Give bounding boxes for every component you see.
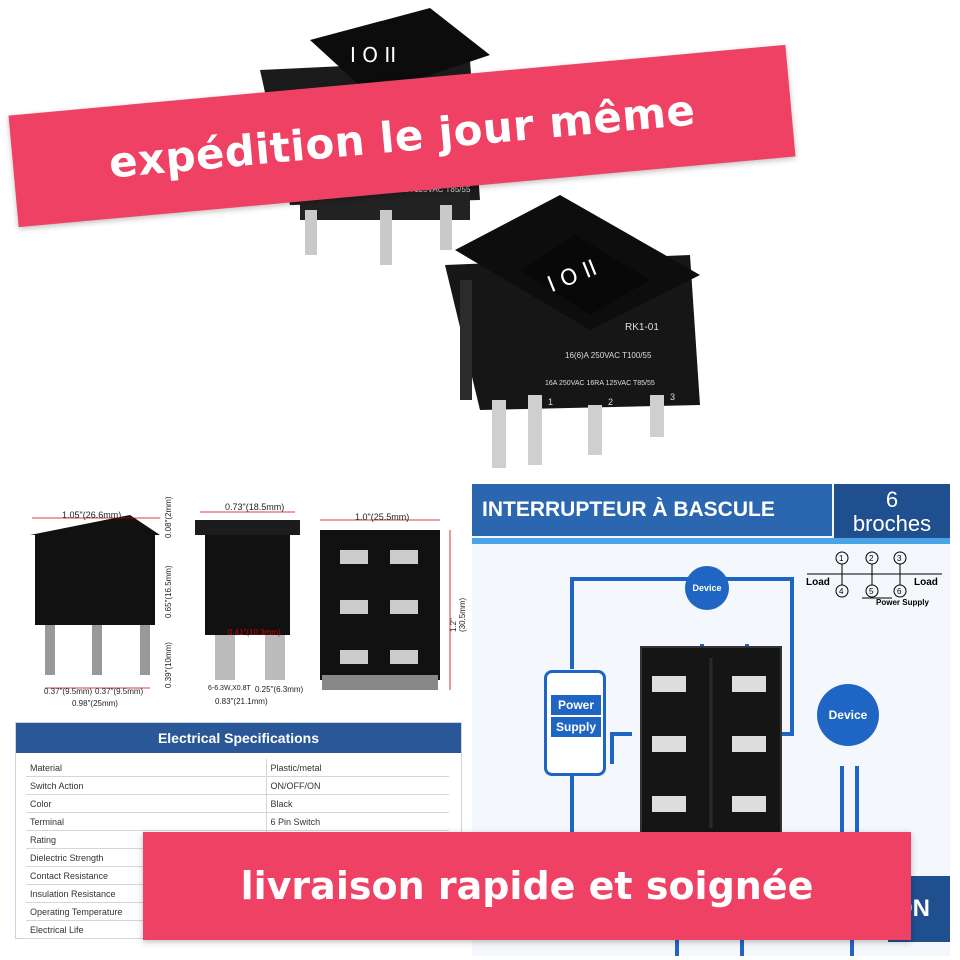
svg-text:I O II: I O II (350, 43, 396, 67)
schem-power-label: Power Supply (876, 598, 929, 607)
pin-count-badge: 6 broches (834, 484, 950, 540)
dim-terminal-gap: 0.25"(6.3mm) (255, 685, 304, 694)
device-right-label: Device (828, 708, 868, 722)
fast-delivery-banner: livraison rapide et soignée (143, 832, 911, 940)
schem-num-5: 5 (869, 587, 874, 596)
dim-top-height: 0.08"(2mm) (164, 496, 173, 538)
front-switch-model: RK1-01 (625, 322, 659, 333)
spec-value: Plastic/metal (265, 759, 449, 777)
schem-num-6: 6 (897, 587, 902, 596)
dim-base-width: 0.98"(25mm) (72, 699, 118, 708)
power-supply-icon: Power Supply (544, 670, 606, 776)
spec-value: Black (265, 794, 449, 813)
device-right-icon: Device (817, 684, 879, 746)
power-label-1: Power (551, 695, 601, 715)
spec-value: ON/OFF/ON (265, 776, 449, 795)
device-top-label: Device (692, 583, 722, 593)
dimension-drawings: 1.05"(26.6mm) 0.73"(18.5mm) 1.0"(25.5mm)… (0, 490, 470, 720)
pin-count-number: 6 (885, 487, 899, 512)
front-switch-rating2: 16A 250VAC 16RA 125VAC T85/55 (545, 380, 655, 387)
dim-pin-height: 0.39"(10mm) (164, 642, 173, 688)
device-top-icon: Device (685, 566, 729, 610)
spec-label: Color (26, 794, 267, 813)
specs-title: Electrical Specifications (16, 723, 461, 753)
title-accent-strip (472, 538, 950, 544)
schem-num-4: 4 (839, 587, 844, 596)
pin-label-2: 2 (608, 397, 613, 407)
dim-pitch-1: 0.37"(9.5mm) (44, 687, 93, 696)
dim-terminal-spec: 6-6.3W,X0.8T (208, 685, 251, 692)
dim-pitch-2: 0.37"(9.5mm) (95, 687, 144, 696)
schem-load-right: Load (914, 577, 938, 588)
schem-num-2: 2 (869, 554, 874, 563)
dim-terminal-width: 0.41"(10.3mm) (228, 628, 281, 637)
power-label-2: Supply (551, 717, 601, 737)
front-switch-rating1: 16(6)A 250VAC T100/55 (565, 351, 652, 360)
dim-width-back: 1.0"(25.5mm) (355, 512, 410, 522)
spec-label: Terminal (26, 812, 267, 831)
spec-label: Material (26, 759, 267, 777)
rocker-title: INTERRUPTEUR À BASCULE (472, 484, 832, 536)
schem-load-left: Load (806, 577, 830, 588)
spec-label: Switch Action (26, 776, 267, 795)
pin-label-1: 1 (548, 397, 553, 407)
pin-count-word: broches (852, 511, 932, 536)
schem-num-3: 3 (897, 554, 902, 563)
switch-back-view (640, 646, 782, 838)
spec-value: 6 Pin Switch (265, 812, 449, 831)
dim-body-height: 0.65"(16.5mm) (164, 565, 173, 618)
rocker-switch-front: I O II RK1-01 16(6)A 250VAC T100/55 16A … (445, 195, 700, 468)
dim-side-base: 0.83"(21.1mm) (215, 697, 268, 706)
dim-back-height: 1.2"(30.5mm) (449, 597, 467, 632)
dim-width-side: 0.73"(18.5mm) (225, 502, 285, 512)
dim-width-front: 1.05"(26.6mm) (62, 510, 122, 520)
pin-schematic: 1 2 3 4 5 6 (807, 551, 942, 599)
pin-label-3: 3 (670, 392, 675, 402)
schem-num-1: 1 (839, 554, 844, 563)
